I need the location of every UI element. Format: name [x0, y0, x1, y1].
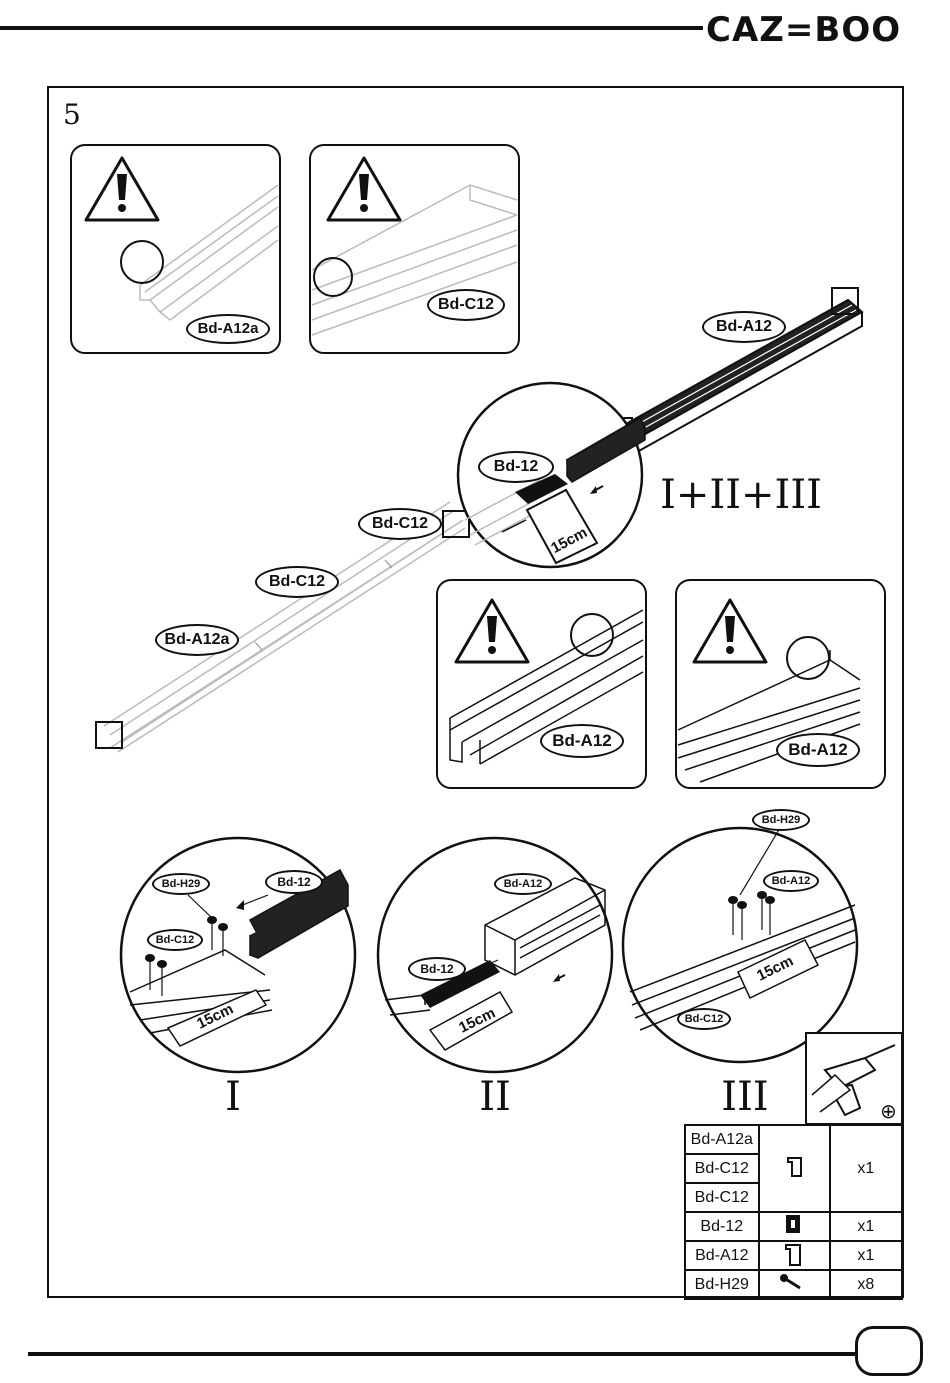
part-label: Bd-12	[408, 957, 466, 981]
part-qty: x1	[830, 1241, 902, 1270]
part-label: Bd-A12	[494, 873, 552, 895]
part-label: Bd-A12a	[155, 624, 239, 656]
screw-icon	[759, 1270, 830, 1299]
marker-square	[96, 722, 122, 748]
rail-assembly-light	[104, 502, 465, 752]
part-qty: x1	[830, 1125, 902, 1212]
part-name: Bd-C12	[685, 1154, 759, 1183]
table-row: Bd-A12 x1	[685, 1241, 902, 1270]
table-row: Bd-12 x1	[685, 1212, 902, 1241]
part-label: Bd-C12	[427, 289, 505, 321]
part-label: Bd-12	[265, 870, 323, 894]
part-name: Bd-H29	[685, 1270, 759, 1299]
part-label: Bd-A12	[702, 311, 786, 343]
warning-panel-c12	[310, 145, 519, 353]
part-name: Bd-12	[685, 1212, 759, 1241]
part-name: Bd-A12	[685, 1241, 759, 1270]
profile-icon	[759, 1241, 830, 1270]
part-label: Bd-H29	[752, 809, 810, 831]
table-row: Bd-H29 x8	[685, 1270, 902, 1299]
step-roman-two: II	[460, 1074, 530, 1120]
part-name: Bd-A12a	[685, 1125, 759, 1154]
part-label: Bd-A12	[763, 870, 819, 892]
sequence-label: I+II+III	[656, 472, 826, 518]
footer-rule	[28, 1352, 856, 1356]
part-label: Bd-C12	[255, 566, 339, 598]
detail-circle-one	[121, 838, 355, 1072]
part-label: Bd-C12	[358, 508, 442, 540]
part-label: Bd-A12	[776, 733, 860, 767]
parts-table: Bd-A12a x1 Bd-C12 Bd-C12 Bd-12 x1 Bd-A12…	[684, 1124, 903, 1300]
part-qty: x1	[830, 1212, 902, 1241]
table-row: Bd-A12a x1	[685, 1125, 902, 1154]
profile-icon	[759, 1125, 830, 1212]
part-label: Bd-H29	[152, 873, 210, 895]
part-qty: x8	[830, 1270, 902, 1299]
part-label: Bd-12	[478, 451, 554, 483]
connector-icon	[759, 1212, 830, 1241]
part-label: Bd-C12	[677, 1008, 731, 1030]
step-roman-three: III	[708, 1074, 782, 1120]
part-name: Bd-C12	[685, 1183, 759, 1212]
part-label: Bd-A12	[540, 724, 624, 758]
part-label: Bd-C12	[147, 929, 203, 951]
step-roman-one: I	[200, 1074, 266, 1120]
detail-circle-two	[378, 838, 612, 1072]
page-number-box	[855, 1326, 923, 1376]
detail-circle-three	[623, 828, 857, 1062]
phillips-screwdriver-icon: ⊕	[880, 1099, 897, 1123]
part-label: Bd-A12a	[186, 314, 270, 344]
warning-panel-a12-left	[437, 580, 646, 788]
